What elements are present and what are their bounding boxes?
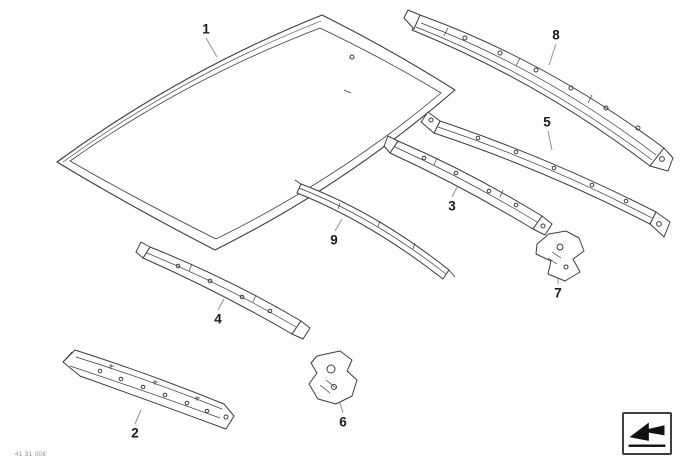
part-3-roof-bow bbox=[383, 135, 553, 236]
part-7-bracket bbox=[535, 230, 585, 282]
callout-7[interactable]: 7 bbox=[554, 285, 562, 301]
callout-6[interactable]: 6 bbox=[339, 414, 347, 430]
callout-8[interactable]: 8 bbox=[552, 27, 560, 43]
leader-lines bbox=[134, 37, 559, 425]
callout-5[interactable]: 5 bbox=[543, 114, 551, 130]
callout-2[interactable]: 2 bbox=[131, 425, 139, 441]
direction-arrow-box[interactable] bbox=[622, 412, 672, 455]
direction-arrow-icon bbox=[628, 422, 666, 447]
callout-3[interactable]: 3 bbox=[448, 198, 456, 214]
diagram-code: 41 31 008 bbox=[15, 452, 47, 458]
part-5-rear-window-strip bbox=[420, 111, 671, 238]
callout-4[interactable]: 4 bbox=[214, 311, 222, 327]
callout-1[interactable]: 1 bbox=[202, 21, 210, 37]
part-2-front-header-panel bbox=[62, 349, 235, 430]
part-8-rear-header-rail bbox=[403, 9, 674, 172]
part-6-bracket bbox=[308, 350, 358, 405]
part-1-roof-panel bbox=[56, 14, 456, 251]
part-4-front-roof-bow bbox=[135, 241, 311, 340]
callout-9[interactable]: 9 bbox=[330, 232, 338, 248]
part-9-slim-roof-bow bbox=[294, 179, 456, 280]
